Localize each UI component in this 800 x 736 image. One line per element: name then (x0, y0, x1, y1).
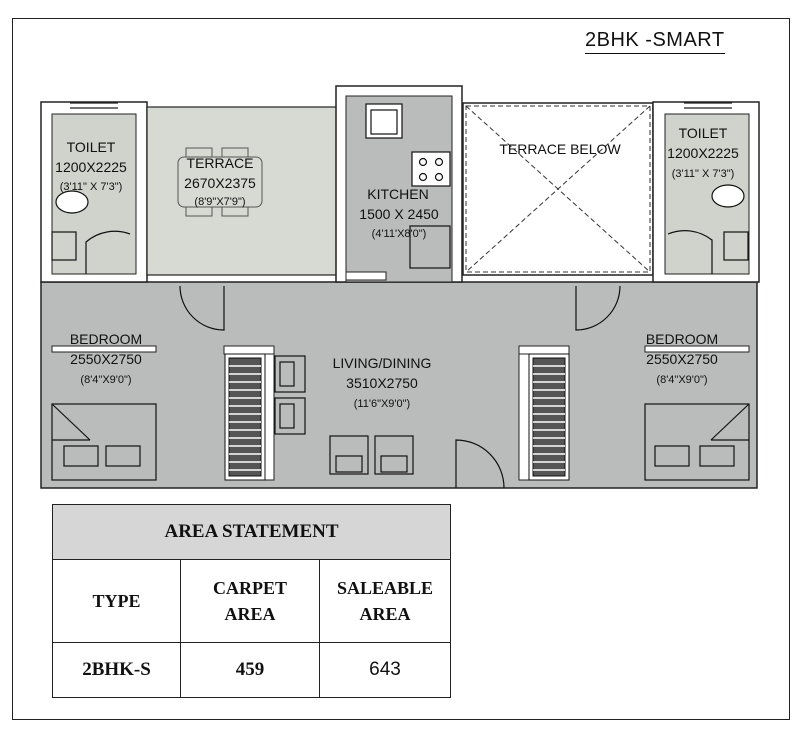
wardrobe-right (528, 353, 570, 481)
bedroom-left-imperial: (8'4"X9'0") (80, 374, 131, 386)
toilet-left-name: TOILET (67, 139, 116, 155)
bed-left (51, 403, 157, 481)
kitchen-imperial: (4'11'X8'0") (372, 228, 427, 240)
living-size: 3510X2750 (346, 375, 418, 391)
drawing-frame (12, 18, 790, 720)
type-value: 2BHK-S (52, 642, 181, 698)
wardrobe-left (224, 353, 266, 481)
bedroom-right-name: BEDROOM (646, 331, 718, 347)
terrace-table (177, 147, 263, 217)
windows (70, 102, 732, 109)
carpet-header-line1: CARPET (212, 578, 287, 598)
toilet-fixtures (51, 184, 749, 261)
wardrobe-shelves (229, 365, 565, 471)
terrace-imperial: (8'9"X7'9") (194, 196, 245, 208)
dining-chairs (274, 355, 414, 475)
carpet-area-header: CARPET AREA (180, 559, 320, 643)
carpet-header-line2: AREA (224, 604, 276, 624)
saleable-header-line2: AREA (359, 604, 411, 624)
area-statement-table: AREA STATEMENT TYPE CARPET AREA SALEABLE… (52, 504, 451, 698)
living-imperial: (11'6"X9'0") (354, 398, 410, 410)
terrace-size: 2670X2375 (184, 175, 256, 191)
saleable-area-value: 643 (319, 642, 451, 698)
door-swings (85, 230, 713, 489)
terrace-below-cross (465, 105, 651, 273)
bedroom-left-size: 2550X2750 (70, 351, 142, 367)
bedroom-left-name: BEDROOM (70, 331, 142, 347)
terrace-below-name: TERRACE BELOW (499, 141, 621, 157)
room-labels: TOILET 1200X2225 (3'11" X 7'3") TERRACE … (55, 125, 739, 410)
toilet-right-name: TOILET (679, 125, 728, 141)
toilet-right-imperial: (3'11" X 7'3") (672, 168, 735, 180)
saleable-area-header: SALEABLE AREA (319, 559, 451, 643)
kitchen-name: KITCHEN (367, 186, 428, 202)
bed-right (644, 403, 750, 481)
carpet-area-value: 459 (180, 642, 320, 698)
area-statement-title: AREA STATEMENT (52, 504, 451, 560)
kitchen-size: 1500 X 2450 (359, 206, 439, 222)
toilet-right-size: 1200X2225 (667, 145, 739, 161)
terrace-fill (146, 106, 338, 276)
plan-title: 2BHK -SMART (585, 29, 725, 54)
saleable-header-line1: SALEABLE (336, 578, 434, 598)
toilet-left-size: 1200X2225 (55, 159, 127, 175)
toilet-left-imperial: (3'11" X 7'3") (60, 181, 123, 193)
bedroom-right-imperial: (8'4"X9'0") (656, 374, 707, 386)
terrace-name: TERRACE (187, 155, 254, 171)
type-header: TYPE (52, 559, 181, 643)
living-name: LIVING/DINING (333, 355, 432, 371)
floor-fills (40, 85, 760, 489)
bedroom-right-size: 2550X2750 (646, 351, 718, 367)
kitchen-fixtures (365, 103, 451, 269)
lower-floor-inner (52, 284, 748, 480)
